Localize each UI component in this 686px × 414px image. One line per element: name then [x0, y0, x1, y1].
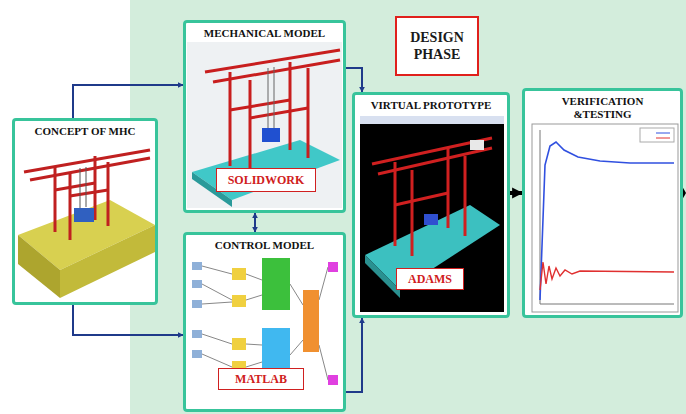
connector-arrow [346, 318, 362, 392]
box-heading: VIRTUAL PROTOTYPE [355, 95, 507, 112]
box-heading: CONCEPT OF MHC [15, 121, 155, 138]
tool-name: ADAMS [404, 272, 456, 286]
verification-box: VERIFICATION &TESTING [522, 88, 683, 318]
simulink-blocks [192, 258, 338, 385]
tool-label: ADAMS [396, 268, 464, 290]
adams-screen [360, 116, 504, 312]
box-heading: VERIFICATION &TESTING [525, 91, 680, 121]
tool-label: MATLAB [218, 368, 304, 390]
response-plot [532, 124, 678, 312]
connector-arrow [73, 305, 183, 335]
box-heading: DESIGN PHASE [397, 27, 477, 65]
model-box: MECHANICAL MODEL SOLIDWORK [183, 20, 346, 213]
model-box: CONTROL MODEL MATLAB [183, 232, 346, 412]
connector-arrow [73, 85, 183, 118]
tool-name: MATLAB [231, 372, 291, 386]
box-heading: CONTROL MODEL [186, 235, 343, 252]
box-heading: MECHANICAL MODEL [186, 23, 343, 40]
solidwork-crane [187, 42, 342, 208]
connector-arrow [346, 68, 362, 92]
connector-arrow [254, 213, 256, 232]
concept-box: CONCEPT OF MHC [12, 118, 158, 305]
phase-box: DESIGN PHASE [395, 16, 479, 76]
concept-crane [18, 150, 155, 298]
flow-arrow [510, 191, 522, 195]
tool-name: SOLIDWORK [224, 173, 309, 187]
prototype-box: VIRTUAL PROTOTYPE ADAMS [352, 92, 510, 318]
tool-label: SOLIDWORK [216, 168, 316, 192]
